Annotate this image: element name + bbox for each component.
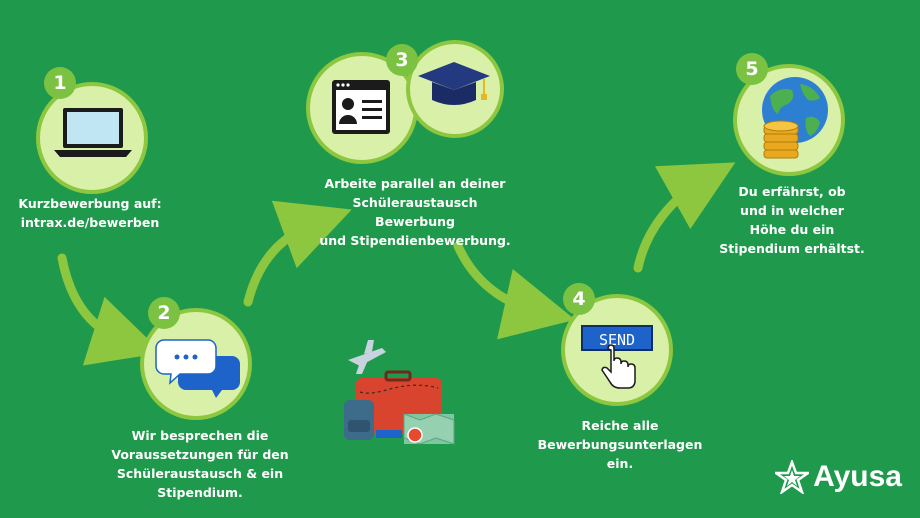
send-button[interactable]: SEND [581,325,653,351]
step-2-text: Wir besprechen die Voraussetzungen für d… [111,428,289,500]
arrow-4-5 [633,162,736,273]
arrow-1-2 [57,253,163,366]
step-4-badge: 4 [563,283,595,315]
airplane-icon [348,340,386,374]
step-4-text: Reiche alle Bewerbungsunterlagen ein. [537,418,703,471]
step-3-badge: 3 [386,44,418,76]
arrow-3-4 [453,241,576,340]
logo-text: Ayusa [813,460,902,493]
step-1-text: Kurzbewerbung auf: intrax.de/bewerben [18,196,162,230]
star-icon [775,460,810,494]
ayusa-logo: Ayusa [775,460,902,494]
step-5-badge: 5 [736,53,768,85]
arrow-2-3 [243,200,352,307]
step-2-badge: 2 [148,297,180,329]
step-1-badge: 1 [44,67,76,99]
step-5-text: Du erfährst, ob und in welcher Höhe du e… [719,184,865,256]
clock-icon [407,427,423,443]
step-3-text: Arbeite parallel an deiner Schüleraustau… [319,176,511,248]
